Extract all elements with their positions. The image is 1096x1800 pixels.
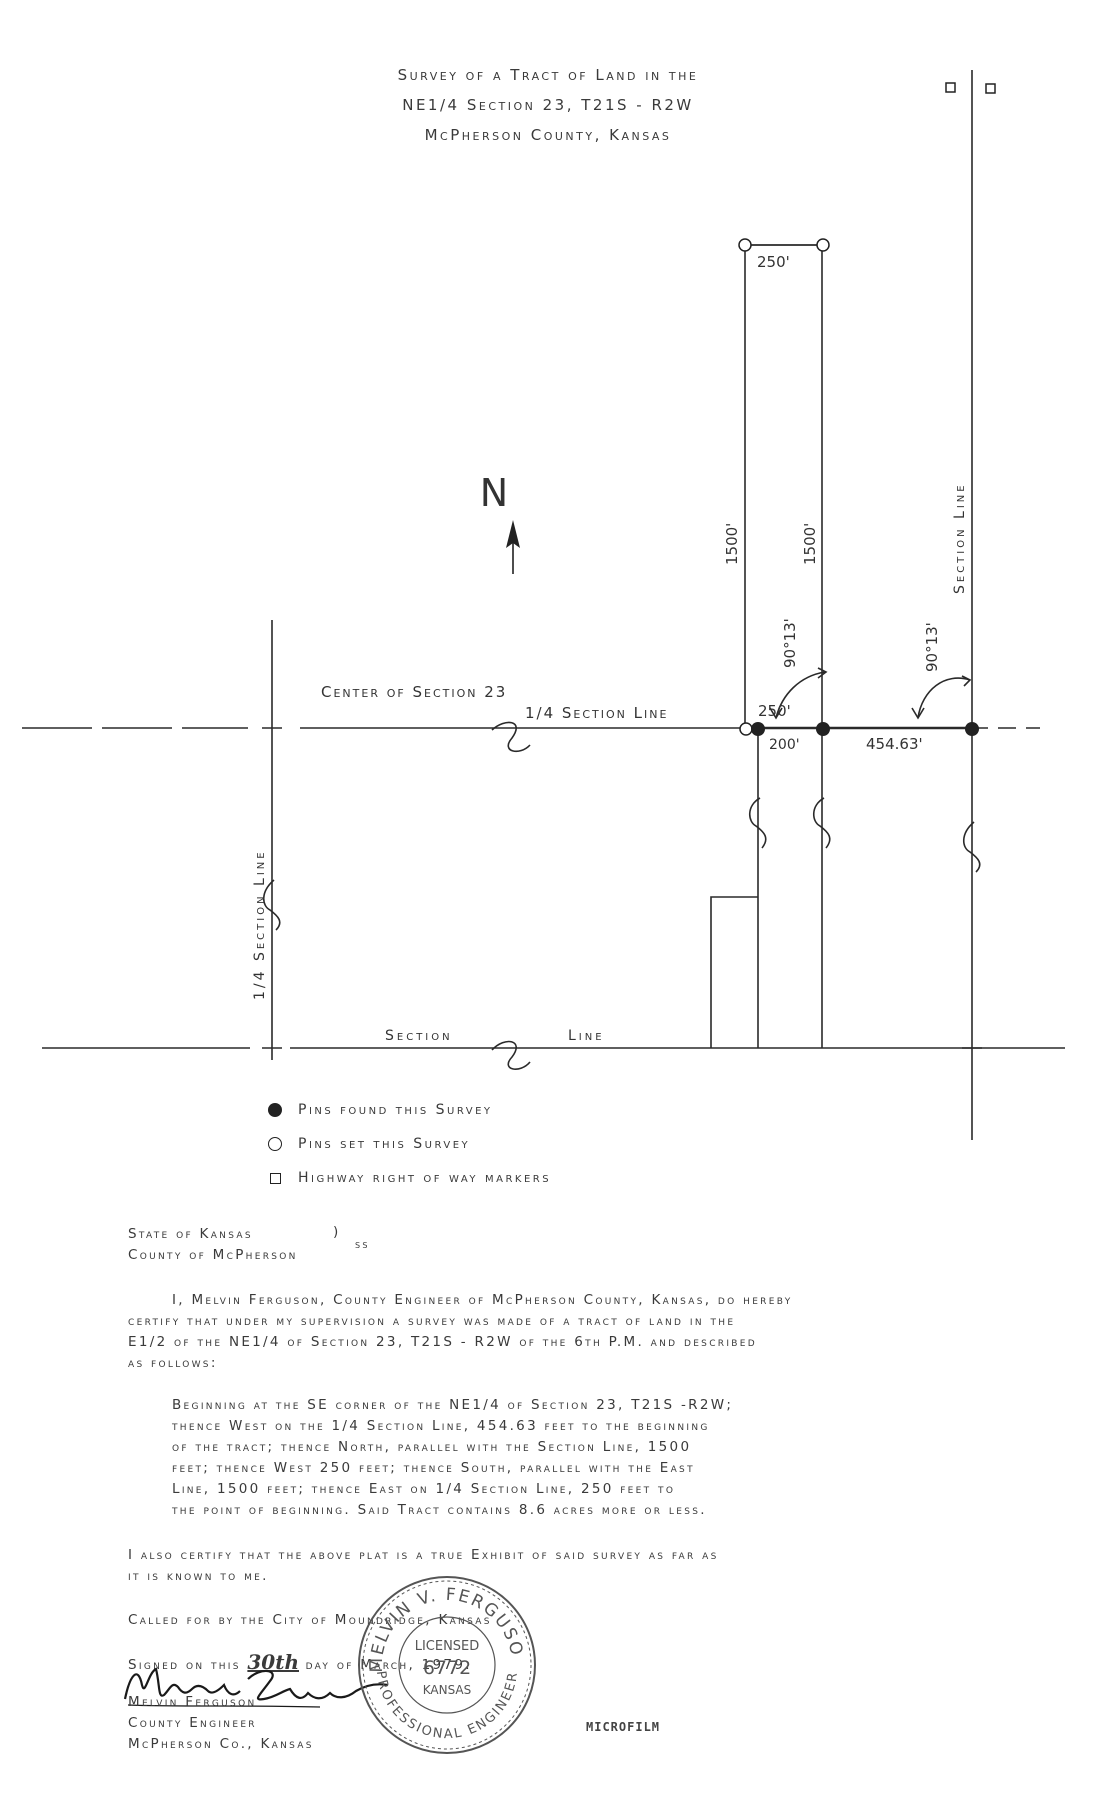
venue-state: State of Kansas	[128, 1226, 253, 1242]
pin-set-sw	[739, 722, 753, 736]
microfilm-stamp: MICROFILM	[586, 1720, 661, 1734]
pin-found-section-corner	[965, 722, 979, 736]
row-marker-icon	[270, 1172, 281, 1184]
row-marker-2	[985, 83, 996, 94]
pin-set-ne	[816, 238, 830, 252]
signed-day: 30th	[247, 1650, 299, 1674]
title-line-2: NE1/4 Section 23, T21S - R2W	[402, 96, 694, 114]
row-marker-1	[945, 82, 956, 93]
title-line-1: Survey of a Tract of Land in the	[397, 66, 699, 84]
section-label-bottom-1: Section	[385, 1028, 453, 1044]
pin-found-200	[751, 722, 765, 736]
center-label: Center of Section 23	[321, 683, 507, 701]
dim-bottom-250: 250'	[758, 702, 791, 720]
legend-markers: Highway right of way markers	[268, 1170, 551, 1186]
handwritten-signature	[123, 1667, 389, 1708]
signer-block: Melvin Ferguson County Engineer McPherso…	[128, 1694, 314, 1752]
title-line-3: McPherson County, Kansas	[424, 126, 672, 144]
quarter-line-label: 1/4 Section Line	[525, 704, 668, 722]
pin-found-tract-se	[816, 722, 830, 736]
angle-label-1: 90°13'	[781, 618, 799, 668]
vertical-quarter-line-label: 1/4 Section Line	[252, 849, 268, 1000]
legend-set: Pins set this Survey	[268, 1136, 470, 1152]
signed-line: Signed on this 30th day of March, 1979.	[128, 1650, 472, 1674]
professional-engineer-seal: MELVIN V. FERGUSON PROFESSIONAL ENGINEER…	[352, 1570, 536, 1754]
venue-county: County of McPherson	[128, 1247, 298, 1263]
angle-label-2: 90°13'	[923, 622, 941, 672]
dim-west-1500: 1500'	[723, 523, 741, 565]
break-mark-2	[491, 1040, 531, 1070]
seal-licensed: LICENSED	[415, 1639, 480, 1654]
seal-number: 6772	[423, 1657, 471, 1679]
break-mark-4	[812, 797, 831, 849]
angle-arc-2	[917, 677, 971, 719]
survey-plat: N Center of Section 23 1/4 Section Line …	[22, 70, 1065, 1140]
break-mark-1	[491, 721, 531, 753]
cert-paragraph-1: I, Melvin Ferguson, County Engineer of M…	[128, 1292, 793, 1371]
pin-set-icon	[268, 1137, 282, 1151]
angle-arc-1	[775, 671, 826, 719]
cert-paragraph-2: Beginning at the SE corner of the NE1/4 …	[172, 1397, 734, 1518]
venue-paren-1: )	[333, 1224, 341, 1240]
venue-ss: ss	[355, 1237, 370, 1251]
break-mark-6	[262, 879, 281, 931]
dim-454: 454.63'	[866, 735, 923, 753]
north-arrow-icon	[506, 520, 520, 574]
dim-top: 250'	[757, 253, 790, 271]
structure-outline	[710, 896, 758, 1048]
north-label: N	[480, 471, 508, 515]
section-label-bottom-2: Line	[568, 1028, 605, 1044]
pin-found-icon	[268, 1103, 282, 1117]
seal-state: KANSAS	[423, 1683, 472, 1697]
legend-found: Pins found this Survey	[268, 1102, 493, 1118]
pin-set-nw	[738, 238, 752, 252]
break-mark-5	[962, 821, 981, 873]
break-mark-3	[748, 797, 767, 849]
dim-200: 200'	[769, 737, 800, 753]
cert-paragraph-3: I also certify that the above plat is a …	[128, 1547, 719, 1584]
east-section-line-label: Section Line	[952, 482, 968, 594]
dim-east-1500: 1500'	[801, 523, 819, 565]
